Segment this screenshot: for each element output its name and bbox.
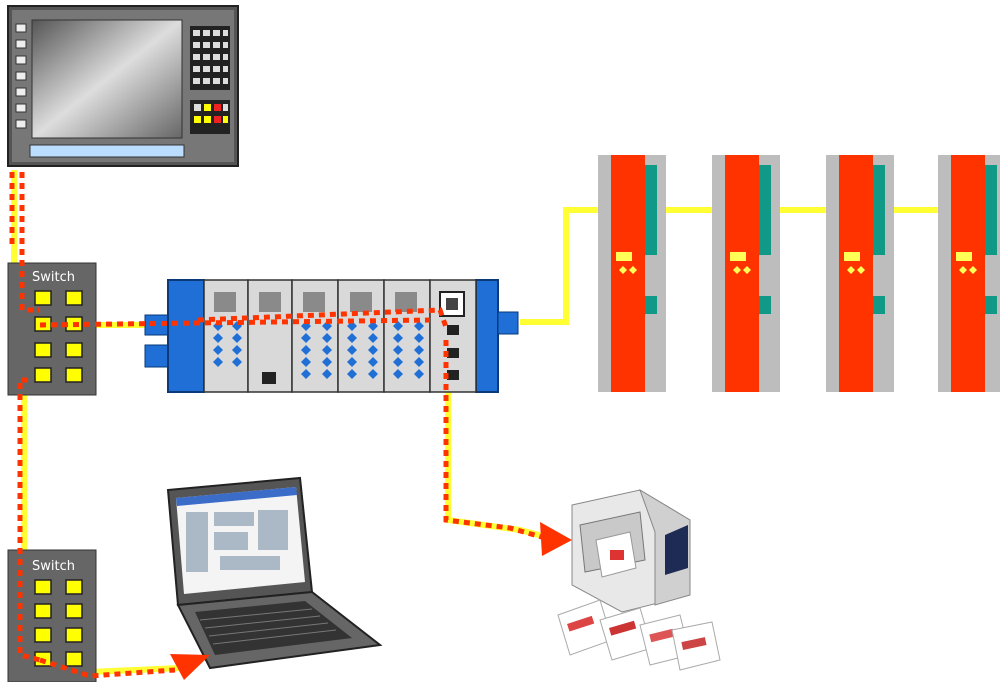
io-led	[322, 345, 332, 355]
drive-4	[938, 155, 1000, 392]
io-led	[393, 345, 403, 355]
yellow-network-links	[11, 170, 940, 676]
io-led	[301, 333, 311, 343]
io-led	[301, 357, 311, 367]
io-led	[414, 345, 424, 355]
io-led	[368, 333, 378, 343]
io-led	[393, 357, 403, 367]
io-led	[414, 333, 424, 343]
io-led	[414, 369, 424, 379]
io-led	[347, 369, 357, 379]
laptop-icon	[166, 476, 383, 670]
io-led	[213, 333, 223, 343]
io-led	[322, 333, 332, 343]
io-led	[393, 333, 403, 343]
io-led	[368, 321, 378, 331]
drive-2	[712, 155, 780, 392]
io-rack-icon	[144, 279, 519, 393]
switch-top-label: Switch	[32, 270, 75, 285]
io-led	[213, 357, 223, 367]
switch-bottom: Switch	[7, 549, 97, 682]
io-led	[368, 357, 378, 367]
io-led	[414, 357, 424, 367]
io-led	[232, 345, 242, 355]
switch-bottom-label: Switch	[32, 559, 75, 574]
io-led	[232, 333, 242, 343]
data-flow-path	[9, 172, 546, 679]
io-led	[213, 345, 223, 355]
arrowhead-laptop	[170, 654, 210, 680]
io-led	[232, 357, 242, 367]
io-led	[368, 369, 378, 379]
io-led	[322, 357, 332, 367]
io-led	[347, 357, 357, 367]
label-printer-icon	[557, 488, 721, 671]
io-led	[301, 369, 311, 379]
io-led	[368, 345, 378, 355]
io-led	[301, 345, 311, 355]
io-led	[414, 321, 424, 331]
io-led	[347, 345, 357, 355]
io-led	[322, 369, 332, 379]
io-led	[393, 369, 403, 379]
arrowhead-printer	[540, 522, 572, 556]
io-led	[347, 333, 357, 343]
drive-1	[598, 155, 666, 392]
operator-panel-icon	[7, 5, 239, 167]
io-led	[393, 321, 403, 331]
drive-3	[826, 155, 894, 392]
